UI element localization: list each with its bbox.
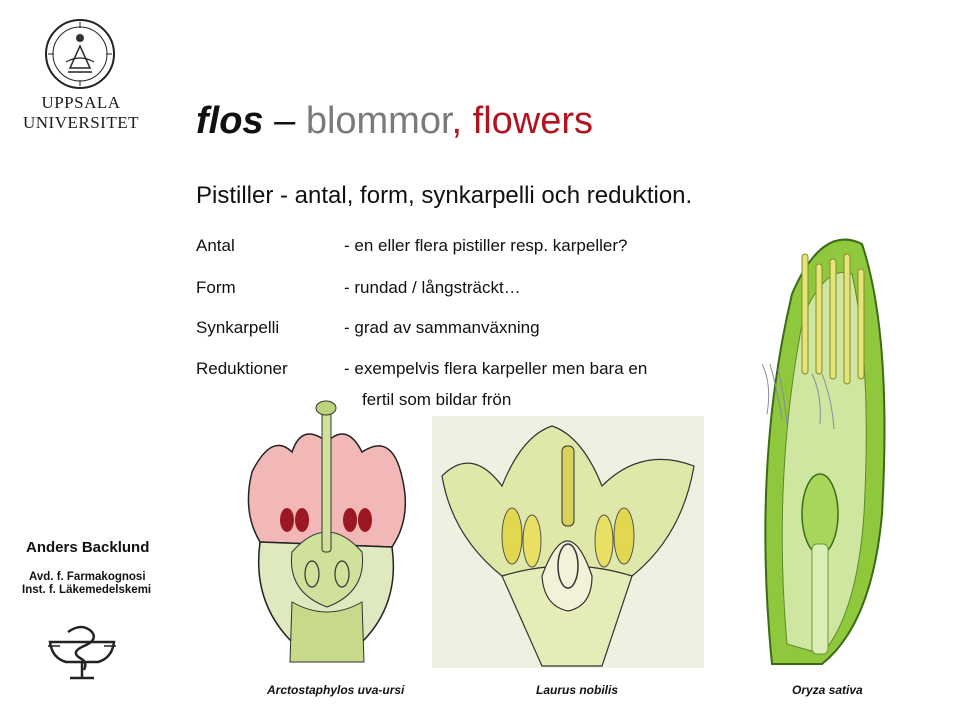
slide-subtitle: Pistiller - antal, form, synkarpelli och… bbox=[196, 182, 693, 209]
row-label-form: Form bbox=[196, 278, 236, 297]
caption-arctostaphylos: Arctostaphylos uva-ursi bbox=[267, 683, 405, 697]
pharmacy-snake-bowl-logo bbox=[48, 625, 116, 680]
department-line1: Avd. f. Farmakognosi bbox=[29, 571, 146, 583]
row-desc-antal: - en eller flera pistiller resp. karpell… bbox=[344, 236, 628, 255]
department-line2: Inst. f. Läkemedelskemi bbox=[22, 584, 152, 596]
row-desc-reduktioner: - exempelvis flera karpeller men bara en bbox=[344, 359, 648, 378]
title-comma: , bbox=[451, 100, 473, 142]
laurus-flower-illustration bbox=[432, 416, 704, 668]
title-latin: flos bbox=[196, 100, 264, 142]
row-desc-continuation: fertil som bildar frön bbox=[362, 390, 512, 409]
title-english: flowers bbox=[472, 100, 594, 142]
arctostaphylos-flower-illustration bbox=[247, 400, 407, 663]
university-line1: UPPSALA bbox=[41, 93, 121, 112]
title-dash: – bbox=[263, 100, 306, 142]
university-name: UPPSALA UNIVERSITET bbox=[22, 93, 140, 133]
caption-laurus: Laurus nobilis bbox=[536, 683, 619, 697]
uppsala-seal-logo bbox=[45, 19, 115, 89]
university-line2: UNIVERSITET bbox=[23, 113, 139, 132]
author-name: Anders Backlund bbox=[26, 539, 150, 556]
caption-oryza: Oryza sativa bbox=[792, 683, 863, 697]
slide-title: flos – blommor, flowers bbox=[196, 99, 593, 143]
row-label-reduktioner: Reduktioner bbox=[196, 359, 288, 378]
row-desc-form: - rundad / långsträckt… bbox=[344, 278, 521, 297]
row-label-antal: Antal bbox=[196, 236, 235, 255]
row-label-synkarpelli: Synkarpelli bbox=[196, 318, 280, 337]
title-swedish: blommor bbox=[305, 100, 452, 142]
oryza-floret-illustration bbox=[761, 238, 886, 665]
row-desc-synkarpelli: - grad av sammanväxning bbox=[344, 318, 540, 337]
